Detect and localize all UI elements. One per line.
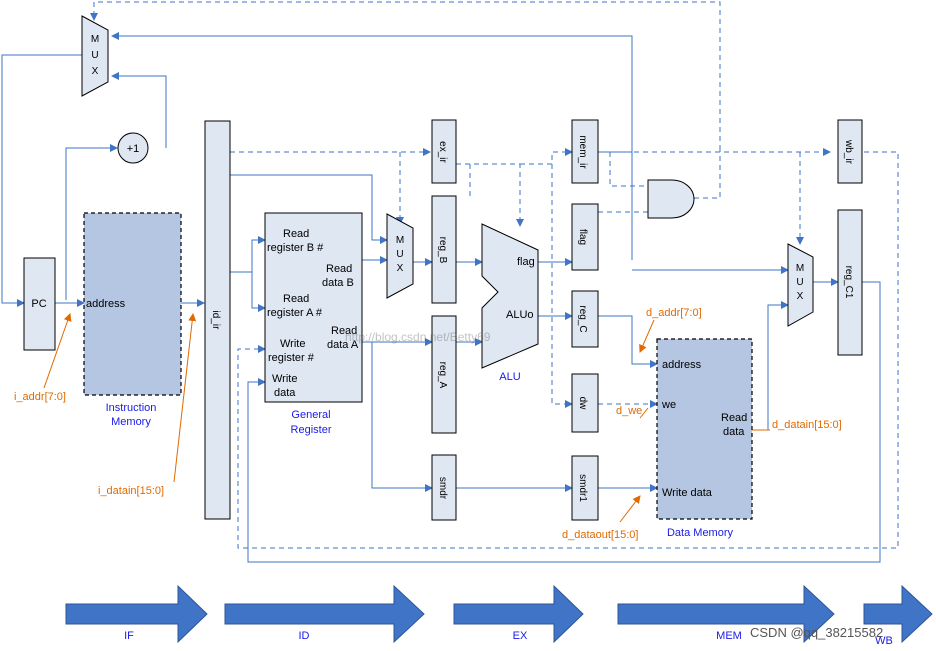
mux-wb-label-u: U [796,277,803,288]
stage-arrow-wb [863,584,933,644]
reg-a-register [431,315,457,434]
stage-label-if: IF [124,630,134,642]
dw-register [571,373,599,433]
gr-caption-2: Register [291,424,332,436]
mux-wb-label-x: X [797,291,804,302]
mux-top [81,15,109,97]
smdr-label: smdr [437,477,448,500]
stage-label-ex: EX [513,630,528,642]
gr-read-data-b-2: data B [322,277,354,289]
reg-a-label: reg_A [437,362,448,389]
signal-d-datain: d_datain[15:0] [772,419,842,431]
signal-d-dataout: d_dataout[15:0] [562,529,638,541]
gr-write-reg-1: Write [280,338,305,350]
stage-label-wb: WB [875,635,893,647]
mux-ex-label-x: X [397,263,404,274]
dm-we-port: we [661,399,676,411]
plus-one-label: +1 [127,143,140,155]
imem-address-port: address [86,298,126,310]
mux-top-label-x: X [92,66,99,77]
pc-register [23,257,56,351]
reg-c-label: reg_C [577,305,588,332]
data-memory [656,338,753,520]
dm-write-data-port: Write data [662,487,713,499]
reg-b-label: reg_B [437,237,448,264]
smdr1-label: smdr1 [577,474,588,502]
general-register [264,212,363,403]
dm-read-data-1: Read [721,412,747,424]
alu-caption: ALU [499,371,520,383]
mux-wb [787,243,814,327]
watermark-mid: http://blog.csdn.net/Betty69 [345,330,491,344]
gr-read-data-a-1: Read [331,325,357,337]
alu-flag-port: flag [517,256,535,268]
stage-label-id: ID [299,630,310,642]
smdr-register [431,454,457,521]
mem-ir-label: mem_ir [577,135,588,169]
gr-read-a-1: Read [283,293,309,305]
gr-read-data-a-2: data A [327,339,359,351]
dm-caption: Data Memory [667,527,734,539]
stage-label-mem: MEM [716,630,742,642]
flag-label: flag [577,229,588,245]
plus-one-adder [117,132,149,164]
dm-address-port: address [662,359,702,371]
mux-top-label-u: U [91,50,98,61]
wb-ir-label: wb_ir [843,139,854,165]
ex-ir-register [431,119,457,184]
stage-arrow-if [65,584,208,644]
and-gate [647,179,695,219]
gr-read-data-b-1: Read [326,263,352,275]
wb-ir-register [837,119,863,184]
alu-out-port: ALUo [506,309,534,321]
stage-arrow-mem [617,584,835,644]
gr-write-reg-2: register # [268,352,315,364]
gr-read-b-2: register B # [267,242,324,254]
gr-write-data-1: Write [272,373,297,385]
signal-i-addr: i_addr[7:0] [14,391,66,403]
imem-caption-1: Instruction [106,402,157,414]
mux-wb-label-m: M [796,263,804,274]
stage-arrow-id [224,584,425,644]
reg-c1-label: reg_C1 [843,266,854,299]
mux-ex-label-u: U [396,249,403,260]
dw-label: dw [577,397,588,411]
stage-arrows [65,584,933,644]
reg-b-register [431,195,457,304]
reg-c1-register [837,209,863,356]
gr-write-data-2: data [274,387,296,399]
gr-read-a-2: register A # [267,307,323,319]
mux-ex-label-m: M [396,235,404,246]
mux-ex [386,213,414,299]
reg-c-register [571,290,599,348]
instruction-memory [83,212,182,396]
mux-top-label-m: M [91,34,99,45]
signal-d-we: d_we [616,405,642,417]
id-ir-label: id_ir [210,311,221,331]
gr-caption-1: General [291,409,330,421]
watermark-corner: CSDN @qq_38215582 [750,625,883,640]
alu [481,223,539,369]
imem-caption-2: Memory [111,416,151,428]
id-ir-register [204,120,231,520]
gr-read-b-1: Read [283,228,309,240]
pc-label: PC [31,298,46,310]
mem-ir-register [571,119,599,184]
ex-ir-label: ex_ir [437,141,448,163]
signal-i-datain: i_datain[15:0] [98,485,164,497]
dm-read-data-2: data [723,426,745,438]
signal-d-addr: d_addr[7:0] [646,307,702,319]
stage-arrow-ex [453,584,584,644]
wires [1,1,899,563]
smdr1-register [571,455,599,521]
flag-register [571,203,599,271]
